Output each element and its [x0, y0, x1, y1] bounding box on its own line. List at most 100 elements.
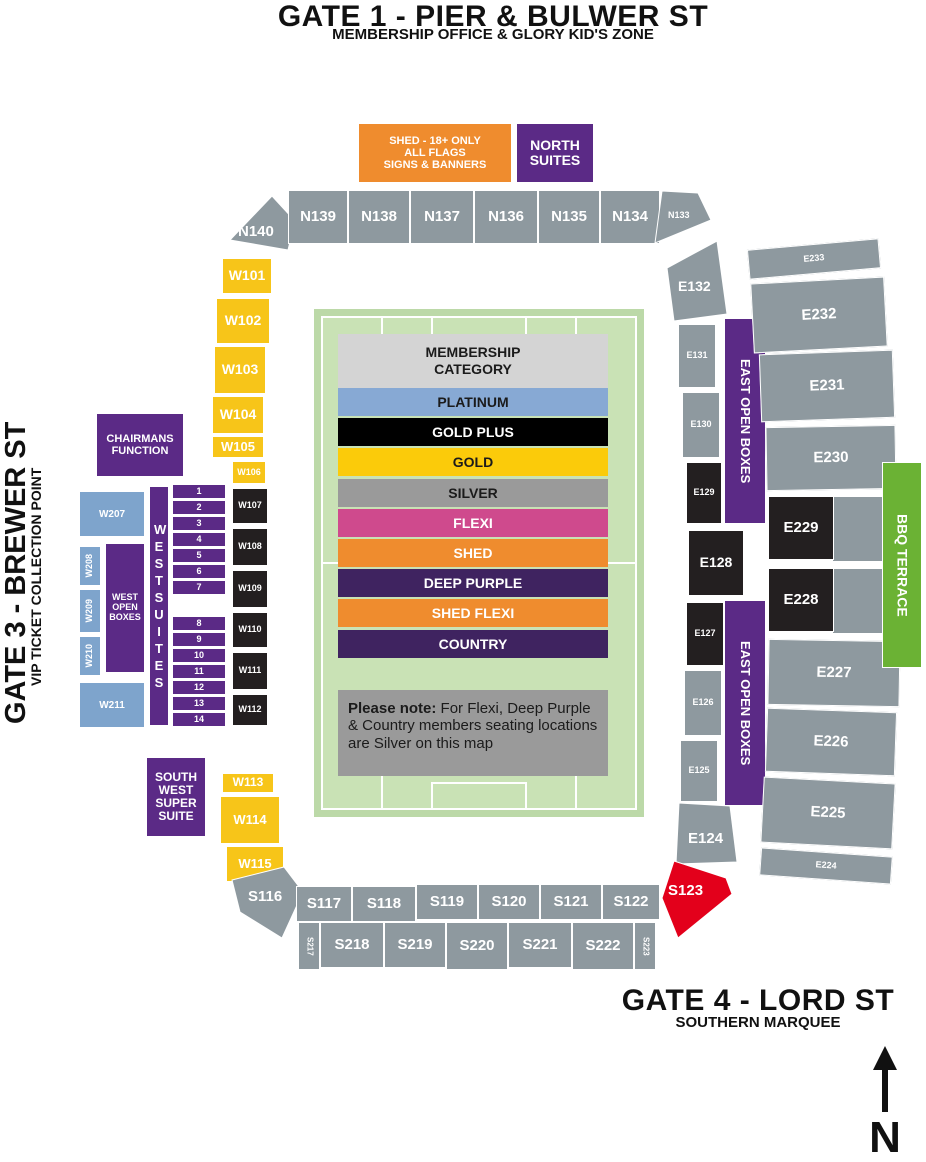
section-e224[interactable]: E224 — [759, 847, 893, 885]
section-w114[interactable]: W114 — [220, 796, 280, 844]
suite-8[interactable]: 8 — [172, 616, 226, 631]
section-n140[interactable]: N140 — [228, 195, 296, 251]
west-suites[interactable]: WEST SUITES — [149, 486, 169, 726]
section-s122[interactable]: S122 — [602, 884, 660, 920]
section-s217[interactable]: S217 — [298, 922, 320, 970]
chairmans-line-1: CHAIRMANS — [106, 432, 174, 445]
section-s218[interactable]: S218 — [320, 922, 384, 968]
section-s223[interactable]: S223 — [634, 922, 656, 970]
shed-section[interactable]: SHED - 18+ ONLY ALL FLAGS SIGNS & BANNER… — [358, 123, 512, 183]
section-s121[interactable]: S121 — [540, 884, 602, 920]
section-w115[interactable]: W115 — [226, 846, 284, 882]
suite-14[interactable]: 14 — [172, 712, 226, 727]
section-e225[interactable]: E225 — [760, 776, 896, 850]
suite-10[interactable]: 10 — [172, 648, 226, 663]
section-w103[interactable]: W103 — [214, 346, 266, 394]
section-w113[interactable]: W113 — [222, 773, 274, 793]
east-open-boxes-south-label: EAST OPEN BOXES — [738, 640, 754, 766]
section-e128[interactable]: E128 — [688, 530, 744, 596]
section-e132[interactable]: E132 — [666, 240, 728, 322]
section-w106[interactable]: W106 — [232, 461, 266, 484]
section-w101[interactable]: W101 — [222, 258, 272, 294]
section-s117[interactable]: S117 — [296, 886, 352, 922]
section-w109[interactable]: W109 — [232, 570, 268, 608]
section-w107[interactable]: W107 — [232, 488, 268, 524]
suite-12[interactable]: 12 — [172, 680, 226, 695]
suite-9[interactable]: 9 — [172, 632, 226, 647]
section-s219[interactable]: S219 — [384, 922, 446, 968]
east-open-boxes-north-label: EAST OPEN BOXES — [738, 358, 754, 484]
section-s118[interactable]: S118 — [352, 886, 416, 922]
suite-5[interactable]: 5 — [172, 548, 226, 563]
section-n135[interactable]: N135 — [538, 190, 600, 244]
section-w209-label: W209 — [84, 599, 95, 623]
section-w105[interactable]: W105 — [212, 436, 264, 458]
section-e124[interactable]: E124 — [674, 802, 738, 882]
sw-line-4: SUITE — [158, 809, 194, 824]
section-w208[interactable]: W208 — [79, 546, 101, 586]
section-n138[interactable]: N138 — [348, 190, 410, 244]
south-west-super-suite[interactable]: SOUTH WEST SUPER SUITE — [146, 757, 206, 837]
section-e227[interactable]: E227 — [767, 638, 901, 708]
bbq-terrace-label: BBQ TERRACE — [894, 513, 911, 617]
section-e231[interactable]: E231 — [758, 349, 896, 423]
sw-line-1: SOUTH — [155, 769, 197, 784]
section-w108[interactable]: W108 — [232, 528, 268, 566]
section-s223-label: S223 — [641, 936, 651, 956]
suite-1[interactable]: 1 — [172, 484, 226, 499]
suite-7[interactable]: 7 — [172, 580, 226, 595]
chairmans-function[interactable]: CHAIRMANS FUNCTION — [96, 413, 184, 477]
west-open-boxes-line-3: BOXES — [109, 611, 141, 622]
section-e129[interactable]: E129 — [686, 462, 722, 524]
section-s220[interactable]: S220 — [446, 922, 508, 970]
section-n139[interactable]: N139 — [288, 190, 348, 244]
section-e229[interactable]: E229 — [768, 496, 834, 560]
suite-4[interactable]: 4 — [172, 532, 226, 547]
legend-row-shed: SHED — [338, 539, 608, 567]
section-s120[interactable]: S120 — [478, 884, 540, 920]
chairmans-line-2: FUNCTION — [111, 445, 169, 457]
legend-note-text: For Flexi, Deep Purple & Country members… — [348, 700, 598, 752]
north-suites[interactable]: NORTH SUITES — [516, 123, 594, 183]
section-e228[interactable]: E228 — [768, 568, 834, 632]
section-w211[interactable]: W211 — [79, 682, 145, 728]
section-n136[interactable]: N136 — [474, 190, 538, 244]
section-e226[interactable]: E226 — [764, 707, 898, 777]
section-e126[interactable]: E126 — [684, 670, 722, 736]
section-w210[interactable]: W210 — [79, 636, 101, 676]
section-w209[interactable]: W209 — [79, 589, 101, 633]
section-w111[interactable]: W111 — [232, 652, 268, 690]
section-e130[interactable]: E130 — [682, 392, 720, 458]
suite-11[interactable]: 11 — [172, 664, 226, 679]
bbq-terrace[interactable]: BBQ TERRACE — [882, 462, 922, 668]
section-n133[interactable]: N133 — [654, 190, 712, 244]
suite-3[interactable]: 3 — [172, 516, 226, 531]
section-w110[interactable]: W110 — [232, 612, 268, 648]
section-w102[interactable]: W102 — [216, 298, 270, 344]
section-e232[interactable]: E232 — [750, 276, 888, 354]
section-s116[interactable]: S116 — [230, 866, 304, 940]
section-e230[interactable]: E230 — [765, 424, 897, 492]
section-e127[interactable]: E127 — [686, 602, 724, 666]
section-n137[interactable]: N137 — [410, 190, 474, 244]
section-e233[interactable]: E233 — [746, 238, 882, 280]
section-e131[interactable]: E131 — [678, 324, 716, 388]
west-open-boxes[interactable]: WEST OPEN BOXES — [105, 543, 145, 673]
section-w210-label: W210 — [84, 644, 95, 668]
suite-2[interactable]: 2 — [172, 500, 226, 515]
section-w112[interactable]: W112 — [232, 694, 268, 726]
gate-4-title: GATE 4 - LORD ST — [621, 984, 895, 1017]
section-s221[interactable]: S221 — [508, 922, 572, 968]
section-n134[interactable]: N134 — [600, 190, 660, 244]
suite-6[interactable]: 6 — [172, 564, 226, 579]
section-e125[interactable]: E125 — [680, 740, 718, 802]
east-open-boxes-south[interactable]: EAST OPEN BOXES — [724, 600, 766, 806]
section-w104[interactable]: W104 — [212, 396, 264, 434]
section-s119[interactable]: S119 — [416, 884, 478, 920]
legend-row-shed-flexi: SHED FLEXI — [338, 599, 608, 628]
section-s222[interactable]: S222 — [572, 922, 634, 970]
sw-line-2: WEST — [158, 782, 194, 797]
suite-13[interactable]: 13 — [172, 696, 226, 711]
section-s123[interactable]: S123 — [652, 860, 734, 940]
section-w207[interactable]: W207 — [79, 491, 145, 537]
